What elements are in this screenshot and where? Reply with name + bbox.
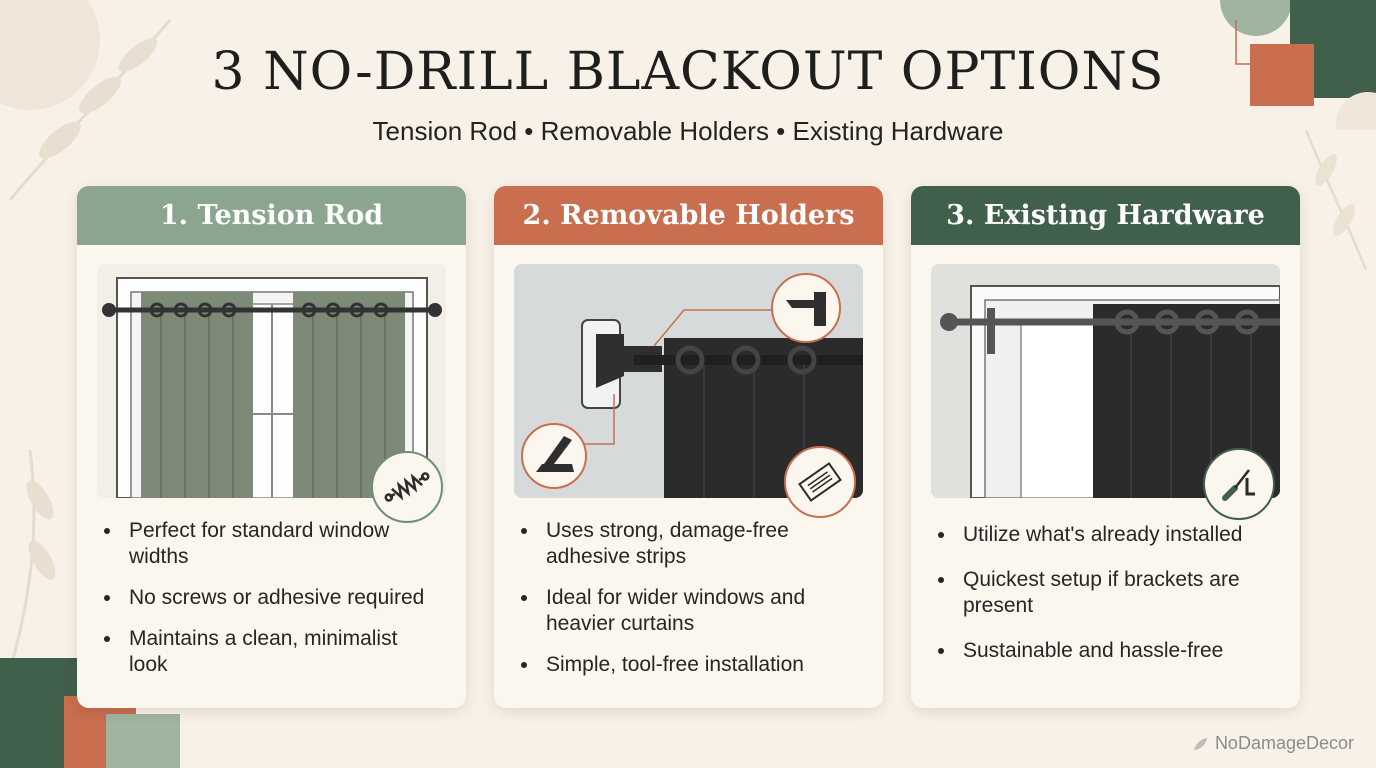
- leaf-decoration-bottom-left: [8, 449, 56, 670]
- option-card-existing-hardware: 3. Existing Hardware Utilize what's al: [911, 186, 1300, 708]
- corner-shapes-bottom-left: [0, 658, 180, 768]
- page-subtitle: Tension Rod • Removable Holders • Existi…: [372, 116, 1004, 146]
- card-header: 2. Removable Holders: [494, 186, 883, 245]
- leaf-logo-icon: [1193, 737, 1207, 750]
- card-header: 3. Existing Hardware: [911, 186, 1300, 245]
- spring-icon: [371, 451, 443, 523]
- leaf-decoration-right: [1304, 129, 1368, 270]
- brand-name: NoDamageDecor: [1214, 733, 1354, 753]
- feature-item: Uses strong, damage-free adhesive strips: [540, 518, 857, 570]
- page-title: 3 NO-DRILL BLACKOUT OPTIONS: [211, 42, 1165, 102]
- feature-item: Perfect for standard window widths: [123, 518, 440, 570]
- feature-item: Maintains a clean, minimalist look: [123, 626, 440, 678]
- leaf-decoration-top-left: [0, 0, 172, 201]
- corner-shapes-top-right: [1220, 0, 1376, 130]
- existing-hardware-illustration: [931, 264, 1280, 498]
- adhesive-strip-icon: [784, 446, 856, 518]
- tension-rod-illustration: [97, 264, 446, 498]
- option-card-tension-rod: 1. Tension Rod: [77, 186, 466, 708]
- screwdriver-icon: [1203, 448, 1275, 520]
- option-card-removable-holders: 2. Removable Holders: [494, 186, 883, 708]
- feature-list: Utilize what's already installed Quickes…: [937, 522, 1274, 679]
- card-header: 1. Tension Rod: [77, 186, 466, 245]
- feature-item: Sustainable and hassle-free: [957, 638, 1274, 664]
- feature-item: Ideal for wider windows and heavier curt…: [540, 585, 857, 637]
- brand-watermark: NoDamageDecor: [1191, 733, 1354, 754]
- feature-item: No screws or adhesive required: [123, 585, 440, 611]
- feature-list: Uses strong, damage-free adhesive strips…: [520, 518, 857, 693]
- feature-item: Simple, tool-free installation: [540, 652, 857, 678]
- feature-item: Quickest setup if brackets are present: [957, 567, 1274, 619]
- feature-item: Utilize what's already installed: [957, 522, 1274, 548]
- feature-list: Perfect for standard window widths No sc…: [103, 518, 440, 693]
